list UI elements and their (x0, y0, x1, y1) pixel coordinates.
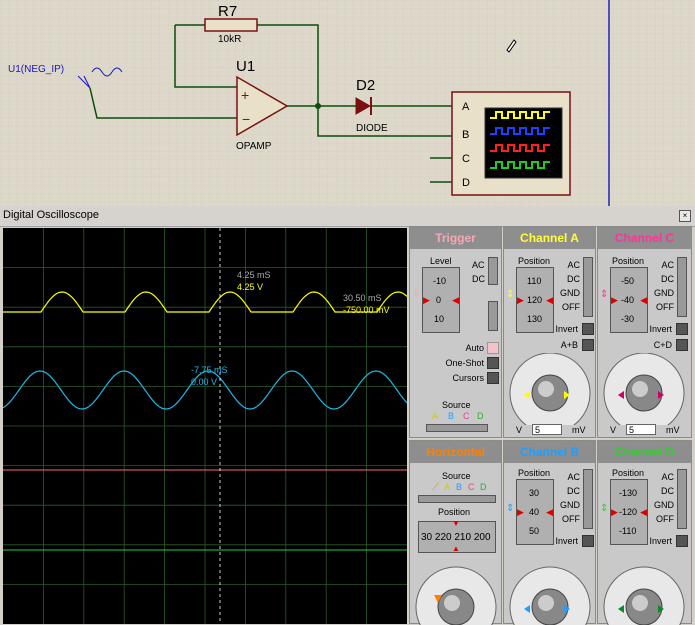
channel-d-arrow-icon: ⇕ (600, 503, 609, 514)
channel-c-invert-button[interactable] (676, 323, 688, 335)
oscilloscope-window: Digital Oscilloscope × 4.25 mS 4.25 V -7… (0, 206, 695, 625)
channel-a-arrow-icon: ⇕ (506, 289, 515, 300)
close-icon[interactable]: × (679, 210, 691, 222)
trigger-ac: AC (472, 260, 485, 270)
channel-c-volts-dial[interactable] (600, 353, 689, 425)
channel-a-title: Channel A (504, 227, 595, 249)
generator-icon[interactable] (77, 75, 91, 89)
one-shot-label: One-Shot (445, 358, 484, 368)
cursor3-time: 30.50 mS (343, 293, 382, 303)
trigger-source-label: Source (442, 400, 471, 410)
horizontal-panel: Horizontal Source ⟋ A B C D Position 30 … (409, 440, 502, 625)
cursors-button[interactable] (487, 372, 499, 384)
schematic-canvas[interactable]: R7 10kR + − U1 OPAMP D2 DIODE U1(NEG_IP)… (0, 0, 695, 206)
horizontal-sawtooth-icon: ⟋ (432, 482, 439, 493)
resistor-r7[interactable] (204, 18, 258, 32)
channel-a-position-wheel[interactable]: 110 120 130 ▶ ◀ (516, 267, 554, 333)
pin-b-label: B (462, 129, 469, 141)
channel-b-title: Channel B (504, 441, 595, 463)
one-shot-button[interactable] (487, 357, 499, 369)
channel-a-volts-dial[interactable] (506, 353, 595, 425)
channel-b-volts-dial[interactable] (506, 565, 595, 625)
trigger-coupling-switch[interactable] (488, 257, 498, 285)
channel-b-panel: Channel B Position 30 40 50 ▶ ◀ ⇕ AC DC … (503, 440, 596, 625)
source-label: U1(NEG_IP) (8, 64, 64, 75)
horizontal-time-dial[interactable] (412, 565, 501, 625)
channel-d-volts-dial[interactable] (600, 565, 689, 625)
horizontal-position-wheel[interactable]: 30 220 210 200 ▼ ▲ (418, 519, 496, 553)
trigger-level-label: Level (430, 256, 452, 266)
channel-a-panel: Channel A Position 110 120 130 ▶ ◀ ⇕ AC … (503, 226, 596, 438)
trigger-source-slider[interactable] (426, 424, 488, 432)
pin-c-label: C (462, 153, 470, 165)
resistor-value: 10kR (218, 34, 241, 45)
cursor1-time: 4.25 mS (237, 270, 271, 280)
cursor2-time: -7.75 mS (191, 365, 228, 375)
pencil-cursor-icon (506, 39, 517, 53)
scope-display[interactable]: 4.25 mS 4.25 V -7.75 mS 0.00 V 30.50 mS … (3, 228, 407, 624)
opamp-minus: − (242, 111, 250, 127)
horizontal-source-slider[interactable] (418, 495, 496, 503)
wires (89, 24, 452, 183)
opamp-type: OPAMP (236, 141, 272, 152)
channel-b-coupling-switch[interactable] (583, 469, 593, 529)
trace-b-waveform (3, 370, 407, 410)
trigger-level-wheel[interactable]: -10 0 10 ▶ ◀ (422, 267, 460, 333)
channel-d-panel: Channel D Position -130 -120 -110 ▶ ◀ ⇕ … (597, 440, 692, 625)
channel-c-scale-input[interactable]: 5 (626, 424, 656, 435)
channel-c-position-wheel[interactable]: -50 -40 -30 ▶ ◀ (610, 267, 648, 333)
channel-a-scale-input[interactable]: 5 (532, 424, 562, 435)
channel-d-title: Channel D (598, 441, 691, 463)
instrument-screen-icon (484, 107, 563, 179)
channel-c-coupling-switch[interactable] (677, 257, 687, 317)
opamp-ref: U1 (236, 58, 255, 75)
trigger-dc: DC (472, 274, 485, 284)
trigger-title: Trigger (410, 227, 501, 249)
opamp-u1[interactable] (236, 75, 289, 137)
cursor2-value: 0.00 V (191, 377, 217, 387)
channel-b-position-wheel[interactable]: 30 40 50 ▶ ◀ (516, 479, 554, 545)
channel-c-title: Channel C (598, 227, 691, 249)
trigger-edge-switch[interactable] (488, 301, 498, 331)
channel-a-coupling-switch[interactable] (583, 257, 593, 317)
channel-c-arrow-icon: ⇕ (600, 289, 609, 300)
sine-source-icon (91, 67, 123, 77)
trigger-arrow-icon: ⇕ (412, 289, 421, 300)
channel-a-invert-button[interactable] (582, 323, 594, 335)
channel-d-invert-button[interactable] (676, 535, 688, 547)
channel-b-invert-button[interactable] (582, 535, 594, 547)
junction-dot (315, 103, 321, 109)
auto-label: Auto (465, 343, 484, 353)
window-title: Digital Oscilloscope (3, 209, 99, 221)
pin-d-label: D (462, 177, 470, 189)
channel-c-sum-button[interactable] (676, 339, 688, 351)
channel-d-coupling-switch[interactable] (677, 469, 687, 529)
channel-a-sum-button[interactable] (582, 339, 594, 351)
channel-d-position-wheel[interactable]: -130 -120 -110 ▶ ◀ (610, 479, 648, 545)
opamp-plus: + (241, 87, 249, 103)
horizontal-ruler: 30 220 210 200 (421, 532, 491, 543)
trigger-panel: Trigger Level -10 0 10 ▶ ◀ ⇕ AC DC Auto … (409, 226, 502, 438)
trace-a-waveform (3, 291, 407, 313)
channel-b-arrow-icon: ⇕ (506, 503, 515, 514)
diode-d2[interactable] (355, 97, 372, 115)
cursors-label: Cursors (452, 373, 484, 383)
resistor-ref: R7 (218, 3, 237, 20)
cursor3-value: -750.00 mV (343, 305, 390, 315)
horizontal-title: Horizontal (410, 441, 501, 463)
pin-a-label: A (462, 101, 470, 113)
window-titlebar[interactable]: Digital Oscilloscope × (0, 206, 695, 227)
diode-ref: D2 (356, 77, 375, 94)
channel-c-panel: Channel C Position -50 -40 -30 ▶ ◀ ⇕ AC … (597, 226, 692, 438)
diode-type: DIODE (356, 123, 388, 134)
auto-button[interactable] (487, 342, 499, 354)
cursor1-value: 4.25 V (237, 282, 263, 292)
